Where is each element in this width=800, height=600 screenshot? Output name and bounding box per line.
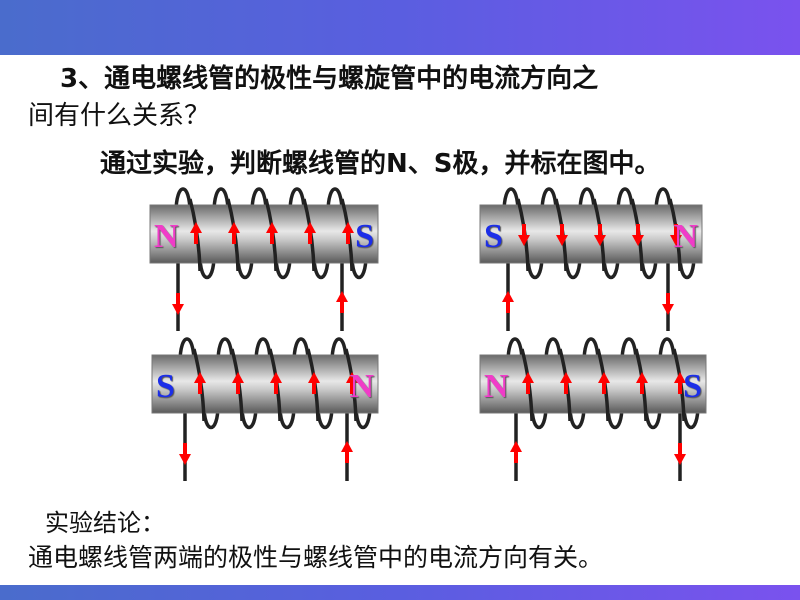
- lead-current-arrow-head: [336, 291, 348, 302]
- lead-current-arrow-head: [502, 291, 514, 302]
- right-pole-label: S: [355, 218, 374, 255]
- right-pole-label: S: [683, 368, 702, 405]
- current-arrow-head: [346, 372, 358, 383]
- lead-current-arrow-head: [172, 304, 184, 315]
- left-pole-label: S: [156, 368, 175, 405]
- current-arrow-head: [594, 235, 606, 246]
- right-pole-label: N: [349, 368, 374, 405]
- footer-band: [0, 585, 800, 600]
- title-line-2: 间有什么关系？: [28, 101, 211, 131]
- current-arrow-head: [270, 372, 282, 383]
- current-arrow-head: [632, 235, 644, 246]
- iron-core: [479, 354, 707, 414]
- current-arrow-head: [556, 235, 568, 246]
- current-arrow-head: [194, 372, 206, 383]
- current-arrow-head: [228, 222, 240, 233]
- iron-core: [479, 204, 703, 264]
- current-arrow-head: [308, 372, 320, 383]
- lead-current-arrow-head: [341, 441, 353, 452]
- current-arrow-head: [342, 222, 354, 233]
- lead-current-arrow-head: [674, 454, 686, 465]
- current-arrow-head: [670, 235, 682, 246]
- current-arrow-head: [674, 372, 686, 383]
- current-arrow-head: [518, 235, 530, 246]
- left-pole-label: S: [484, 218, 503, 255]
- iron-core: [149, 204, 379, 264]
- conclusion-text: 通电螺线管两端的极性与螺线管中的电流方向有关。: [28, 543, 604, 572]
- conclusion-label: 实验结论：: [45, 509, 165, 537]
- instruction-text: 通过实验，判断螺线管的N、S极，并标在图中。: [100, 149, 661, 179]
- right-pole-label: N: [673, 218, 698, 255]
- header-band: [0, 0, 800, 55]
- left-pole-label: N: [154, 218, 179, 255]
- lead-current-arrow-head: [662, 304, 674, 315]
- title-line-1: 3、通电螺线管的极性与螺旋管中的电流方向之: [60, 64, 599, 94]
- current-arrow-head: [598, 372, 610, 383]
- current-arrow-head: [522, 372, 534, 383]
- current-arrow-head: [266, 222, 278, 233]
- current-arrow-head: [232, 372, 244, 383]
- lead-current-arrow-head: [510, 441, 522, 452]
- left-pole-label: N: [484, 368, 509, 405]
- lead-current-arrow-head: [179, 454, 191, 465]
- current-arrow-head: [636, 372, 648, 383]
- current-arrow-head: [304, 222, 316, 233]
- current-arrow-head: [190, 222, 202, 233]
- current-arrow-head: [560, 372, 572, 383]
- iron-core: [151, 354, 379, 414]
